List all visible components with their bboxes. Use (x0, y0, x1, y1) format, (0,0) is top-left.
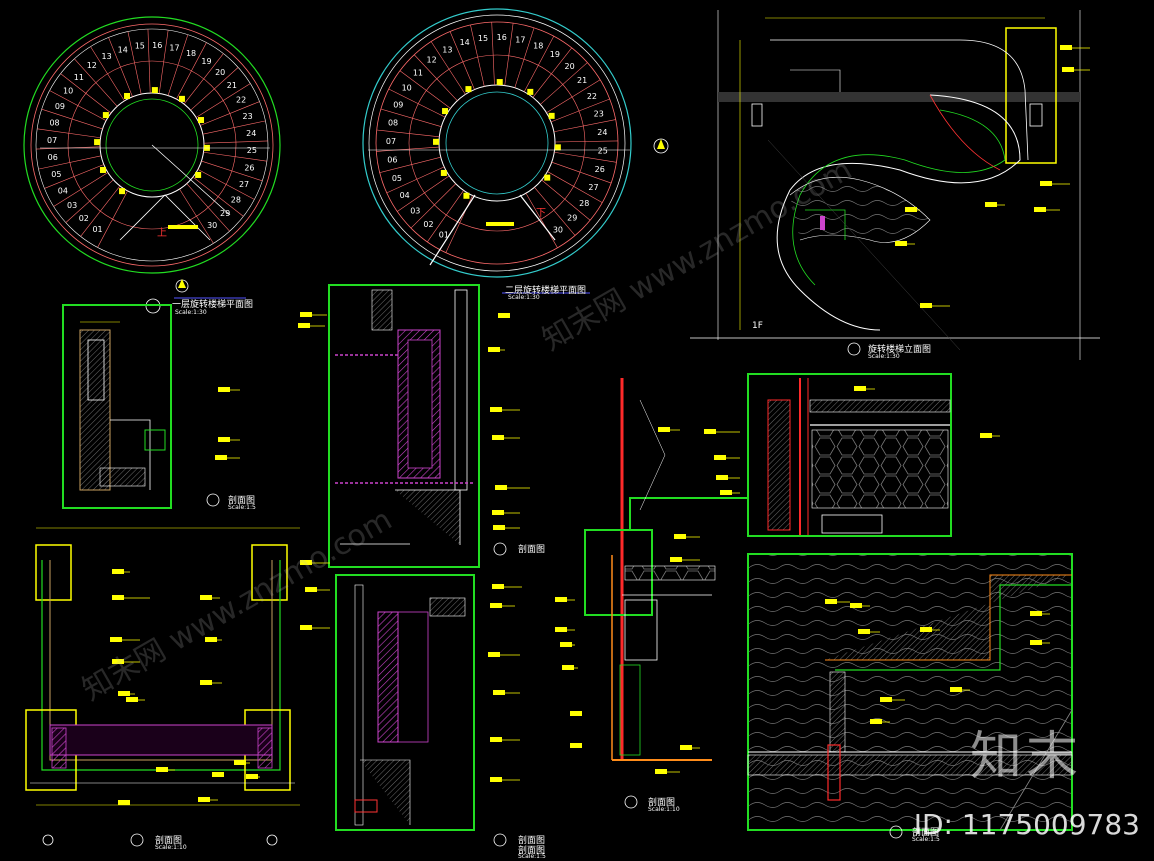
section-f-scale: Scale:1:10 (648, 806, 680, 813)
plan1-step-number: 17 (169, 44, 179, 53)
elevation-floor-label: 1F (752, 321, 763, 331)
plan2-down-mark: 下 (536, 208, 546, 219)
elevation-title: 旋转楼梯立面图 (868, 345, 932, 355)
plan1-step-number: 08 (49, 119, 59, 128)
title-markers (42, 342, 903, 847)
plan1-step-number: 27 (239, 180, 249, 189)
plan2-title: 二层旋转楼梯平面图 (505, 286, 587, 296)
section-d-drawing (25, 527, 300, 806)
plan1-step-number: 30 (207, 221, 217, 230)
plan2-step-number: 10 (402, 83, 412, 92)
plan2-step-number: 02 (423, 220, 433, 229)
plan2-step-number: 24 (597, 128, 607, 137)
section-f-title: 剖面图 (648, 798, 676, 808)
plan1-step-number: 29 (220, 209, 230, 218)
plan1-step-number: 18 (186, 49, 196, 58)
plan1-step-number: 24 (246, 129, 256, 138)
plan2-step-number: 04 (400, 191, 410, 200)
plan1-step-number: 26 (244, 163, 254, 172)
section-b-title: 剖面图 (518, 545, 546, 555)
plan1-step-number: 22 (236, 96, 246, 105)
section-c-title: 剖面图 (518, 836, 546, 846)
plan2-step-number: 27 (588, 183, 598, 192)
section-c-frame (335, 574, 475, 831)
section-e-title: 剖面图 (518, 846, 546, 856)
plan2-step-number: 23 (594, 109, 604, 118)
plan2-step-number: 01 (439, 231, 449, 240)
plan1-step-number: 07 (47, 136, 57, 145)
plan2-step-number: 06 (387, 156, 397, 165)
plan2-step-number: 12 (427, 56, 437, 65)
plan1-step-number: 09 (55, 102, 65, 111)
plan1-step-number: 03 (67, 201, 77, 210)
plan2-step-number: 19 (550, 50, 560, 59)
plan1-step-number: 23 (243, 112, 253, 121)
plan2-step-number: 25 (598, 147, 608, 156)
elevation-scale: Scale:1:30 (868, 353, 900, 360)
plan1-up-mark: 上 (157, 227, 167, 239)
plan2-step-number: 21 (577, 76, 587, 85)
plan2-step-number: 07 (386, 137, 396, 146)
annotation-leaders (110, 45, 1090, 805)
plan2-step-number: 05 (392, 174, 402, 183)
section-g-frame (747, 553, 1073, 831)
plan2-step-number: 18 (533, 41, 543, 50)
section-g-scale: Scale:1:5 (912, 836, 940, 843)
plan1-spiral-stair (23, 16, 281, 274)
section-g-title: 剖面图 (912, 828, 940, 838)
plan1-step-number: 25 (247, 146, 257, 155)
plan1-step-number: 05 (51, 170, 61, 179)
plan2-step-number: 14 (460, 38, 470, 47)
section-a-title: 剖面图 (228, 496, 256, 506)
plan2-step-number: 28 (579, 199, 589, 208)
section-d-title: 剖面图 (155, 836, 183, 846)
plan2-scale: Scale:1:30 (508, 294, 540, 301)
plan2-spiral-stair (362, 8, 632, 278)
plan2-step-number: 29 (567, 214, 577, 223)
section-e-drawing (584, 378, 748, 761)
plan1-step-number: 20 (215, 68, 225, 77)
plan1-step-number: 10 (63, 87, 73, 96)
plan1-step-number: 06 (48, 153, 58, 162)
section-a-scale: Scale:1:5 (228, 504, 256, 511)
plan1-step-number: 11 (74, 73, 84, 82)
watermark-logo: 知末 (969, 727, 1082, 787)
section-d-scale: Scale:1:10 (155, 844, 187, 851)
plan2-step-number: 30 (553, 226, 563, 235)
plan1-step-number: 28 (231, 195, 241, 204)
plan2-step-number: 15 (478, 34, 488, 43)
elevation-drawing: 1F (690, 10, 1100, 360)
plan1-step-number: 15 (135, 42, 145, 51)
plan2-step-number: 17 (515, 36, 525, 45)
plan2-step-number: 11 (413, 68, 423, 77)
plan2-step-number: 20 (565, 62, 575, 71)
plan1-step-number: 21 (227, 81, 237, 90)
plan1-step-number: 12 (87, 61, 97, 70)
section-f-frame (747, 373, 952, 537)
plan2-step-number: 22 (587, 92, 597, 101)
plan1-step-number: 01 (92, 225, 102, 234)
plan1-step-number: 19 (201, 57, 211, 66)
plan1-step-number: 13 (102, 52, 112, 61)
plan2-step-number: 09 (393, 100, 403, 109)
plan1-step-number: 02 (79, 214, 89, 223)
plan2-step-number: 03 (410, 207, 420, 216)
plan1-scale: Scale:1:30 (175, 309, 207, 316)
plan2-step-number: 26 (595, 165, 605, 174)
plan2-step-number: 08 (388, 118, 398, 127)
watermark-id: ID: 1175009783 (913, 808, 1140, 841)
plan2-step-number: 13 (442, 45, 452, 54)
plan1-title: 一层旋转楼梯平面图 (172, 300, 254, 310)
section-e-scale: Scale:1:5 (518, 853, 546, 860)
section-b-frame (328, 284, 480, 568)
section-a-frame (62, 304, 172, 509)
plan2-step-number: 16 (497, 33, 507, 42)
plan1-step-number: 16 (152, 41, 162, 50)
plan1-step-number: 14 (118, 45, 128, 54)
plan1-step-number: 04 (58, 186, 68, 195)
